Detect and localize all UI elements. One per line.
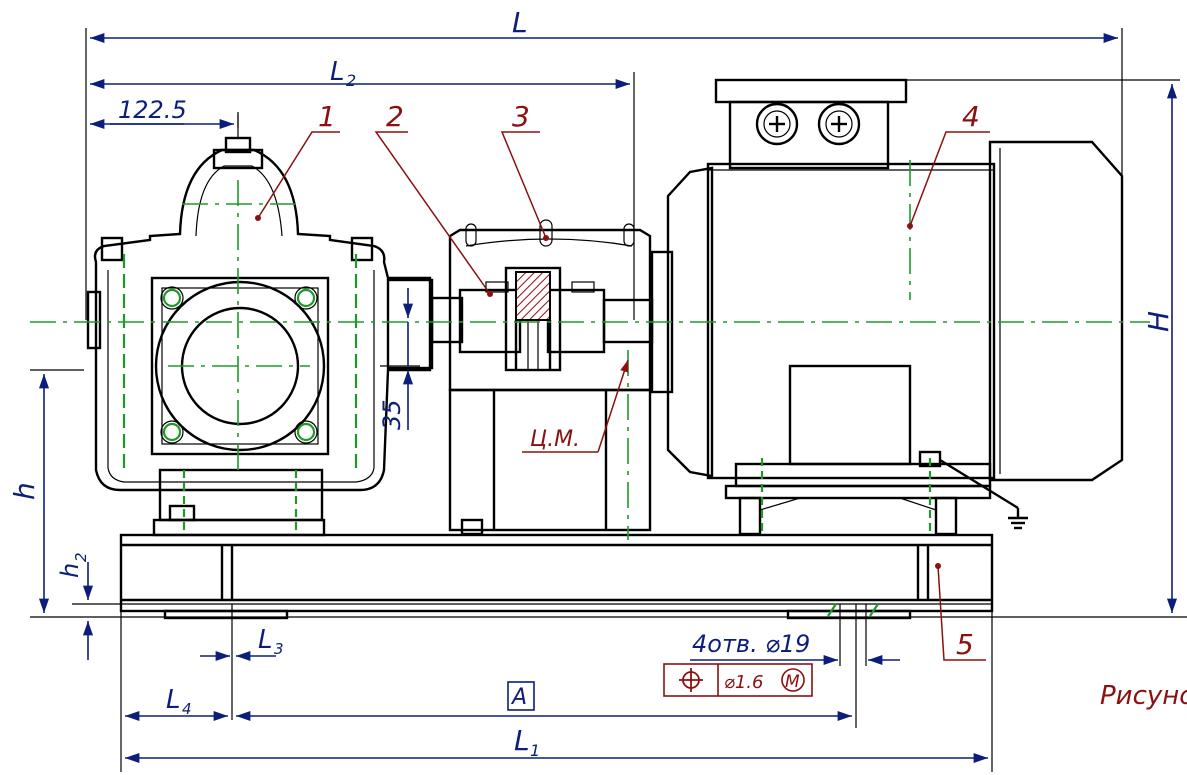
leaders xyxy=(255,131,990,661)
coupling-guard xyxy=(430,219,654,536)
datum-label: A xyxy=(510,685,527,710)
labels: L L 2 122.5 H h h 2 35 L 3 L 4 L 1 A 4от… xyxy=(8,6,1187,760)
position-icon xyxy=(679,668,703,692)
dim-L3-sub: 3 xyxy=(274,640,284,658)
electric-motor xyxy=(650,78,1124,536)
dim-L2: L xyxy=(330,57,345,87)
modifier-circle-icon xyxy=(781,668,805,692)
dim-L4: L xyxy=(166,685,181,715)
datum-box xyxy=(507,681,535,711)
dim-h: h xyxy=(8,482,41,500)
dim-L4-sub: 4 xyxy=(182,700,192,718)
base-frame xyxy=(30,533,1187,620)
dim-L3: L xyxy=(258,625,273,655)
dim-L1: L xyxy=(514,724,530,757)
tolerance-value: ⌀1.6 xyxy=(724,672,763,693)
callout-2: 2 xyxy=(386,100,404,133)
dim-122-5: 122.5 xyxy=(118,96,187,124)
dim-L: L xyxy=(512,6,528,39)
gear-pump xyxy=(86,114,434,537)
callout-5: 5 xyxy=(956,628,974,661)
dim-35: 35 xyxy=(378,399,406,430)
dim-H: H xyxy=(1142,311,1175,332)
dim-h2: h xyxy=(56,563,84,578)
callout-4: 4 xyxy=(962,100,980,133)
tolerance-frame: ⌀1.6 M xyxy=(663,663,813,697)
callout-1: 1 xyxy=(318,100,336,133)
hole-note: 4отв. ⌀19 xyxy=(692,630,810,658)
dim-L2-sub: 2 xyxy=(346,71,356,90)
tolerance-modifier: M xyxy=(785,672,800,692)
callout-3: 3 xyxy=(512,100,530,133)
center-of-mass-label: Ц.М. xyxy=(530,427,580,452)
figure-caption: Рисуно xyxy=(1100,681,1187,711)
dim-L1-sub: 1 xyxy=(530,741,540,760)
dim-h2-sub: 2 xyxy=(72,552,90,562)
dimension-lines xyxy=(30,28,1180,772)
center-lines xyxy=(30,160,1150,540)
